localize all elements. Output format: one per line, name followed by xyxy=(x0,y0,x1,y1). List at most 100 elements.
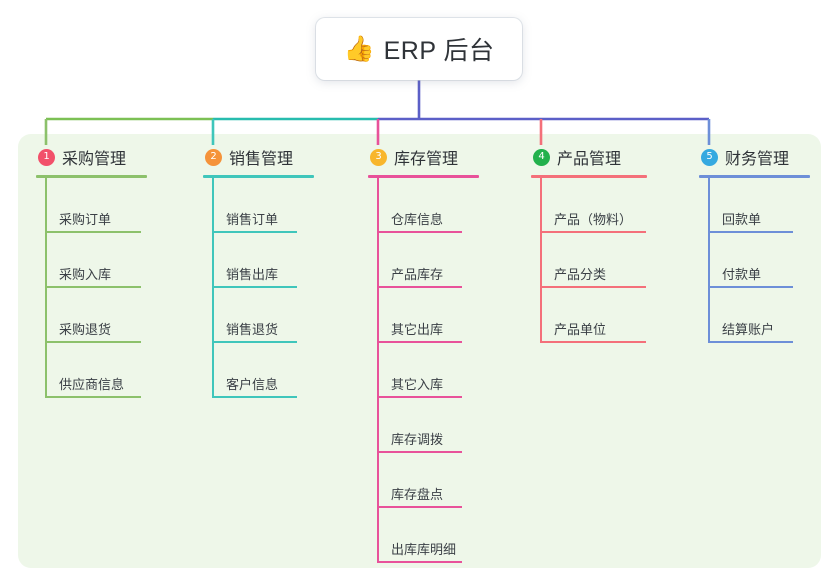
list-item-underline xyxy=(45,396,141,398)
list-item-label: 其它出库 xyxy=(391,322,444,337)
list-item-label: 回款单 xyxy=(722,212,762,227)
list-item[interactable]: 采购入库 xyxy=(36,233,186,288)
list-item-label: 采购退货 xyxy=(59,322,112,337)
column-badge-icon: 3 xyxy=(370,148,387,166)
list-item-label: 产品库存 xyxy=(391,267,444,282)
column-产品管理: 4 产品管理产品（物料） 产品分类产品单位 xyxy=(531,144,696,343)
list-item[interactable]: 产品（物料） xyxy=(531,178,696,233)
list-item[interactable]: 供应商信息 xyxy=(36,343,186,398)
column-badge-icon: 1 xyxy=(38,148,55,166)
column-item-list: 仓库信息产品库存其它出库其它入库库存调拨库存盘点出库库明细 xyxy=(368,178,528,563)
list-item[interactable]: 产品库存 xyxy=(368,233,528,288)
list-item-label: 销售出库 xyxy=(226,267,279,282)
list-item-underline xyxy=(540,231,646,233)
column-title: 采购管理 xyxy=(62,151,127,168)
list-item[interactable]: 销售出库 xyxy=(203,233,353,288)
column-badge-icon: 4 xyxy=(533,148,550,166)
column-title: 销售管理 xyxy=(229,151,294,168)
list-item-underline xyxy=(377,561,462,563)
column-spine xyxy=(45,178,47,398)
list-item-label: 库存盘点 xyxy=(391,487,444,502)
list-item-underline xyxy=(45,286,141,288)
column-item-list: 采购订单采购入库采购退货供应商信息 xyxy=(36,178,186,398)
list-item-underline xyxy=(377,451,462,453)
list-item[interactable]: 销售退货 xyxy=(203,288,353,343)
list-item-label: 产品单位 xyxy=(554,322,607,337)
list-item-underline xyxy=(540,341,646,343)
list-item-label: 产品（物料） xyxy=(554,212,633,227)
list-item-label: 采购订单 xyxy=(59,212,112,227)
list-item-underline xyxy=(212,341,297,343)
column-header-4[interactable]: 4 产品管理 xyxy=(531,144,696,170)
column-库存管理: 3 库存管理仓库信息产品库存其它出库其它入库库存调拨库存盘点出库库明细 xyxy=(368,144,528,563)
column-header-2[interactable]: 2 销售管理 xyxy=(203,144,353,170)
column-header-1[interactable]: 1 采购管理 xyxy=(36,144,186,170)
list-item[interactable]: 出库库明细 xyxy=(368,508,528,563)
column-header-underline xyxy=(531,175,647,178)
list-item[interactable]: 结算账户 xyxy=(699,288,829,343)
column-header-underline xyxy=(699,175,810,178)
column-spine xyxy=(540,178,542,343)
list-item[interactable]: 采购订单 xyxy=(36,178,186,233)
list-item-underline xyxy=(708,341,793,343)
list-item[interactable]: 库存调拨 xyxy=(368,398,528,453)
column-财务管理: 5 财务管理回款单付款单结算账户 xyxy=(699,144,829,343)
list-item-underline xyxy=(45,231,141,233)
column-销售管理: 2 销售管理销售订单销售出库销售退货客户信息 xyxy=(203,144,353,398)
list-item-label: 产品分类 xyxy=(554,267,607,282)
column-spine xyxy=(212,178,214,398)
column-header-3[interactable]: 3 库存管理 xyxy=(368,144,528,170)
column-title: 财务管理 xyxy=(725,151,790,168)
column-badge-icon: 5 xyxy=(701,148,718,166)
column-badge-icon: 2 xyxy=(205,148,222,166)
list-item[interactable]: 客户信息 xyxy=(203,343,353,398)
list-item-label: 库存调拨 xyxy=(391,432,444,447)
list-item[interactable]: 仓库信息 xyxy=(368,178,528,233)
list-item-label: 销售退货 xyxy=(226,322,279,337)
list-item-label: 其它入库 xyxy=(391,377,444,392)
list-item[interactable]: 其它入库 xyxy=(368,343,528,398)
column-spine xyxy=(377,178,379,563)
list-item-underline xyxy=(708,286,793,288)
root-node[interactable]: 👍 ERP 后台 xyxy=(316,18,522,80)
root-title: ERP 后台 xyxy=(383,37,495,65)
column-item-list: 销售订单销售出库销售退货客户信息 xyxy=(203,178,353,398)
column-spine xyxy=(708,178,710,343)
list-item-label: 付款单 xyxy=(722,267,762,282)
column-header-underline xyxy=(368,175,479,178)
diagram-panel-background xyxy=(18,134,821,568)
column-title: 库存管理 xyxy=(394,151,459,168)
list-item-underline xyxy=(377,286,462,288)
column-item-list: 产品（物料） 产品分类产品单位 xyxy=(531,178,696,343)
column-header-5[interactable]: 5 财务管理 xyxy=(699,144,829,170)
list-item[interactable]: 采购退货 xyxy=(36,288,186,343)
list-item[interactable]: 销售订单 xyxy=(203,178,353,233)
column-item-list: 回款单付款单结算账户 xyxy=(699,178,829,343)
list-item-underline xyxy=(708,231,793,233)
list-item[interactable]: 回款单 xyxy=(699,178,829,233)
column-header-underline xyxy=(203,175,314,178)
list-item-label: 销售订单 xyxy=(226,212,279,227)
list-item[interactable]: 产品分类 xyxy=(531,233,696,288)
list-item-underline xyxy=(377,506,462,508)
thumbs-up-icon: 👍 xyxy=(343,34,375,63)
list-item-underline xyxy=(377,231,462,233)
column-title: 产品管理 xyxy=(557,151,622,168)
list-item-label: 供应商信息 xyxy=(59,377,125,392)
list-item-label: 采购入库 xyxy=(59,267,112,282)
list-item[interactable]: 付款单 xyxy=(699,233,829,288)
list-item[interactable]: 产品单位 xyxy=(531,288,696,343)
list-item-underline xyxy=(377,396,462,398)
list-item-underline xyxy=(212,231,297,233)
list-item-label: 客户信息 xyxy=(226,377,279,392)
list-item-label: 出库库明细 xyxy=(391,542,457,557)
column-采购管理: 1 采购管理采购订单采购入库采购退货供应商信息 xyxy=(36,144,186,398)
list-item[interactable]: 库存盘点 xyxy=(368,453,528,508)
list-item[interactable]: 其它出库 xyxy=(368,288,528,343)
column-header-underline xyxy=(36,175,147,178)
list-item-label: 结算账户 xyxy=(722,322,775,337)
list-item-underline xyxy=(212,396,297,398)
list-item-underline xyxy=(45,341,141,343)
list-item-underline xyxy=(212,286,297,288)
